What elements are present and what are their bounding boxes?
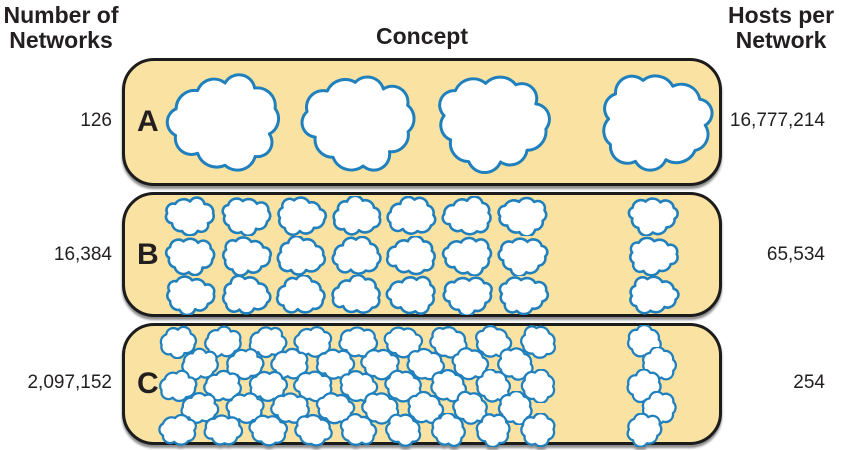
network-cloud-icon: [430, 369, 467, 403]
network-cloud-icon: [475, 325, 513, 358]
network-cloud-icon: [203, 414, 244, 446]
network-cloud-icon: [475, 369, 511, 403]
network-cloud-icon: [441, 236, 492, 276]
network-cloud-icon: [338, 326, 379, 358]
header-concept: Concept: [376, 23, 468, 49]
class-a-row-box: A: [122, 58, 722, 186]
network-cloud-icon: [248, 414, 289, 447]
network-cloud-icon: [221, 236, 272, 276]
class-a-clouds: [125, 61, 719, 183]
header-hosts-per-network: Hosts per Network: [720, 3, 842, 53]
network-cloud-icon: [438, 75, 551, 175]
network-cloud-icon: [315, 348, 356, 380]
class-a-network-count: 126: [80, 110, 112, 131]
network-cloud-icon: [475, 413, 511, 447]
network-cloud-icon: [315, 392, 356, 425]
network-cloud-icon: [431, 413, 466, 447]
network-cloud-icon: [300, 75, 416, 172]
network-cloud-icon: [629, 275, 680, 315]
network-cloud-icon: [276, 236, 327, 276]
network-cloud-icon: [158, 413, 197, 446]
network-cloud-icon: [441, 276, 493, 315]
network-cloud-icon: [383, 326, 424, 359]
class-c-row-box: C: [122, 323, 722, 447]
class-c-network-count: 2,097,152: [27, 372, 112, 393]
network-cloud-icon: [629, 236, 679, 276]
network-cloud-icon: [452, 391, 488, 425]
network-cloud-icon: [451, 347, 490, 381]
network-cloud-icon: [331, 236, 382, 275]
network-cloud-icon: [520, 369, 556, 403]
class-a-letter: A: [137, 105, 159, 138]
network-cloud-icon: [159, 325, 198, 359]
network-cloud-icon: [166, 275, 216, 315]
class-a-hosts-count: 16,777,214: [729, 110, 825, 131]
class-c-hosts-count: 254: [793, 372, 825, 393]
network-cloud-icon: [385, 413, 422, 447]
network-cloud-icon: [440, 196, 492, 236]
network-cloud-icon: [407, 391, 445, 424]
network-cloud-icon: [497, 196, 548, 236]
network-cloud-icon: [626, 413, 663, 447]
network-cloud-icon: [498, 276, 550, 315]
network-cloud-icon: [602, 74, 714, 172]
network-cloud-icon: [385, 275, 436, 315]
header-number-of-networks-line2: Networks: [9, 27, 113, 53]
network-cloud-icon: [339, 413, 378, 446]
network-cloud-icon: [385, 236, 436, 276]
network-cloud-icon: [339, 369, 379, 403]
network-cloud-icon: [275, 275, 326, 314]
class-c-clouds: [125, 325, 719, 447]
class-b-clouds: [125, 195, 719, 315]
header-number-of-networks-line1: Number of: [3, 2, 119, 28]
network-cloud-icon: [159, 369, 198, 403]
network-cloud-icon: [221, 197, 271, 236]
class-b-row-box: B: [122, 192, 722, 317]
network-cloud-icon: [520, 413, 556, 447]
network-cloud-icon: [497, 237, 549, 276]
header-hosts-per-network-line1: Hosts per: [727, 2, 835, 28]
network-cloud-icon: [164, 196, 215, 236]
network-cloud-icon: [248, 370, 289, 402]
network-cloud-icon: [165, 73, 281, 172]
network-cloud-icon: [627, 197, 679, 236]
network-cloud-icon: [221, 275, 272, 315]
network-cloud-icon: [360, 348, 400, 381]
network-cloud-icon: [386, 196, 437, 235]
class-b-hosts-count: 65,534: [766, 244, 825, 265]
network-cloud-icon: [520, 325, 557, 359]
class-c-letter: C: [137, 367, 159, 400]
network-cloud-icon: [277, 196, 328, 236]
network-cloud-icon: [330, 275, 381, 314]
network-cloud-icon: [270, 392, 310, 424]
network-cloud-icon: [294, 413, 333, 447]
network-cloud-icon: [331, 196, 381, 236]
class-b-network-count: 16,384: [53, 244, 112, 265]
header-number-of-networks: Number of Networks: [0, 3, 122, 53]
network-cloud-icon: [293, 370, 333, 403]
header-hosts-per-network-line2: Network: [735, 27, 827, 53]
network-cloud-icon: [164, 237, 216, 276]
network-cloud-icon: [497, 347, 534, 381]
class-b-letter: B: [137, 237, 159, 271]
